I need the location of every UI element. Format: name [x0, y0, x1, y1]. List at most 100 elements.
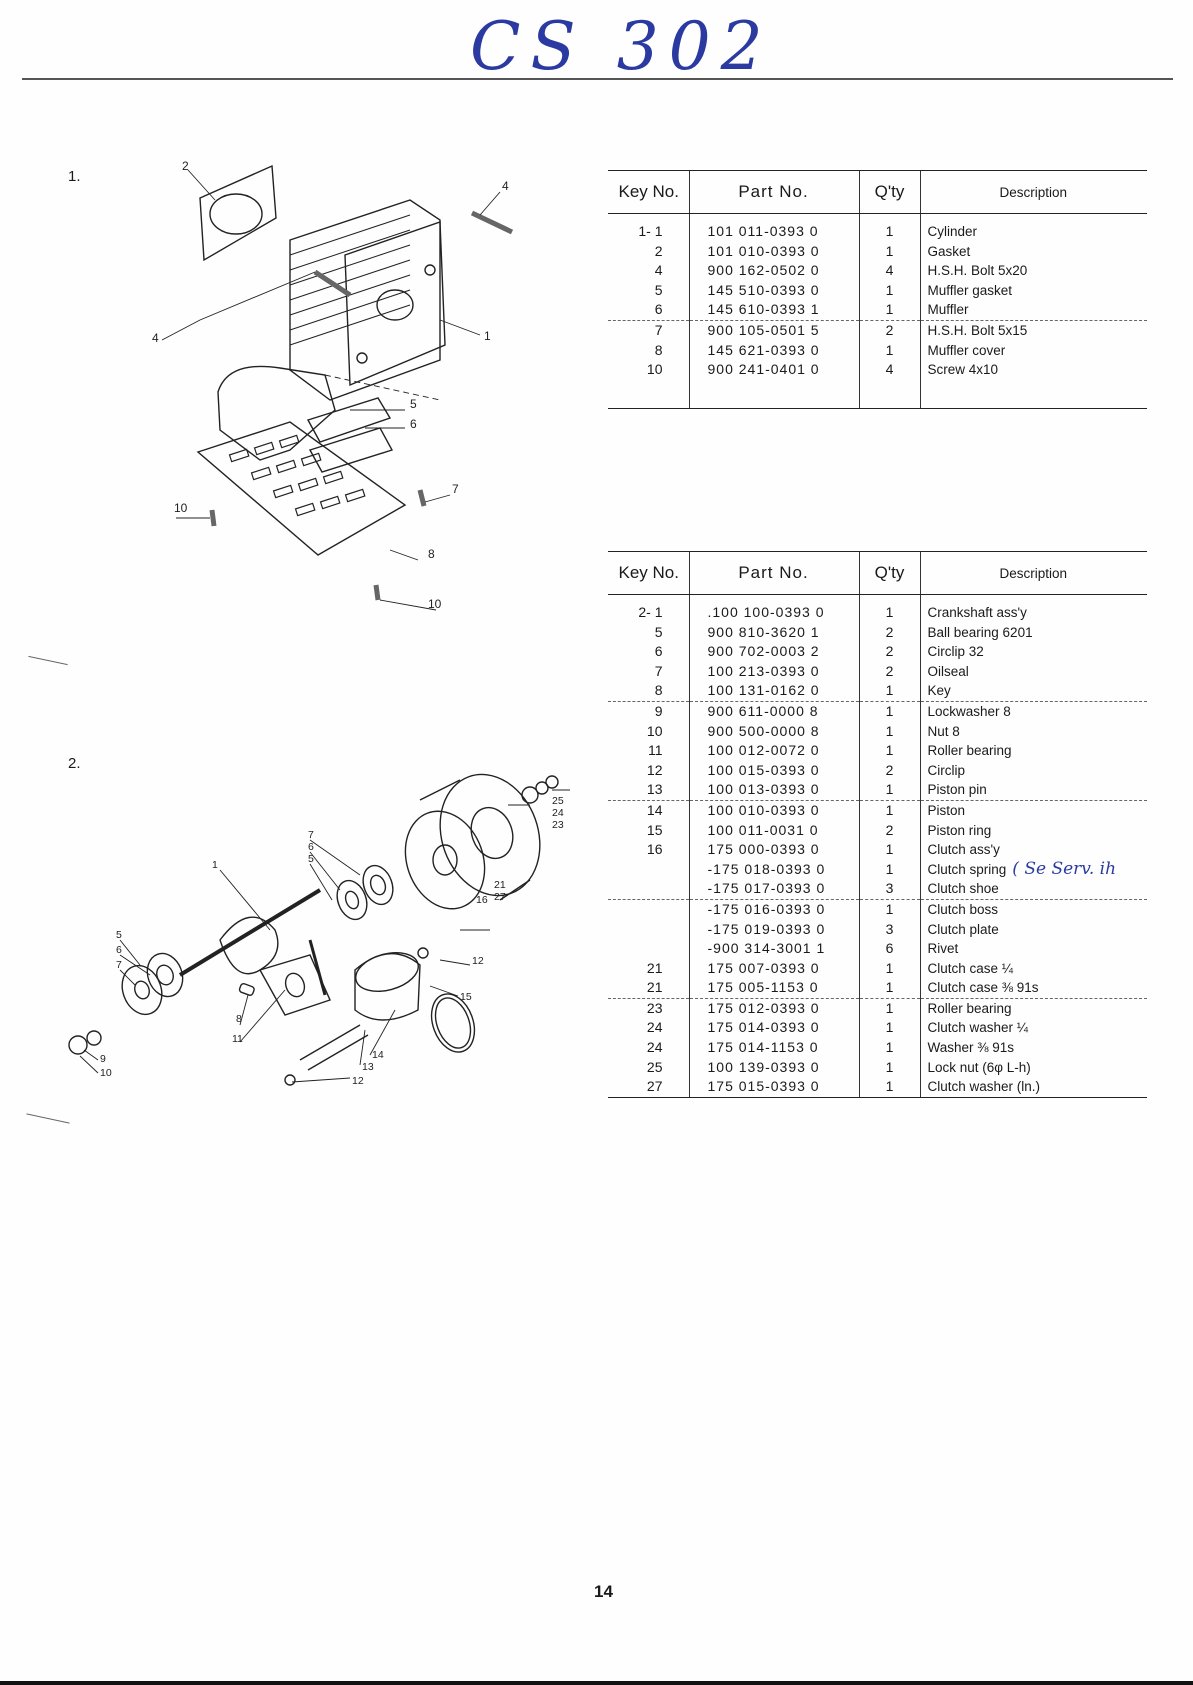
diagram2-label: 9	[100, 1053, 106, 1065]
qty-cell: 4	[858, 261, 920, 281]
description-cell: Muffler cover	[919, 340, 1147, 361]
diagram2-label: 10	[100, 1067, 112, 1079]
key-no-cell: 5	[654, 281, 663, 298]
qty-cell: 1	[858, 721, 920, 742]
qty-cell: 1	[858, 1077, 920, 1098]
description-cell: Roller bearing	[919, 997, 1147, 1019]
description-cell: Clutch washer (ln.)	[919, 1077, 1147, 1098]
part-no-cell: -175 019-0393 0	[688, 919, 859, 940]
part-no-cell: 175 007-0393 0	[688, 958, 859, 979]
description-cell: Muffler	[919, 300, 1147, 321]
qty-cell: 2	[858, 820, 920, 841]
key-no-cell: 2- 1	[638, 604, 663, 620]
key-no-cell: 23	[608, 997, 689, 1019]
description-text: Lock nut (6φ L-h)	[927, 1059, 1031, 1075]
margin-mark	[28, 655, 68, 666]
diagram1-label: 7	[452, 482, 459, 496]
handwritten-title: CS 302	[470, 8, 773, 85]
description-cell: Clutch ass'y	[919, 840, 1147, 860]
key-no-cell: 16	[646, 841, 663, 858]
part-no-cell: 100 131-0162 0	[688, 681, 859, 702]
part-no-cell: 101 010-0393 0	[688, 241, 859, 262]
description-text: Roller bearing	[927, 743, 1012, 759]
key-no-cell: 25	[646, 1058, 663, 1075]
part-no-cell: 100 213-0393 0	[688, 661, 859, 682]
cylinder-muffler-diagram: 2 4 4 1 5 6 7 10 8 10	[152, 160, 514, 611]
description-cell: Clutch washer ¼	[919, 1018, 1147, 1039]
diagram1-label: 1	[484, 329, 491, 343]
qty-cell: 1	[858, 241, 920, 262]
description-text: Ball bearing 6201	[927, 624, 1033, 640]
part-no-cell: 145 610-0393 1	[688, 300, 859, 321]
description-cell: Screw 4x10	[919, 360, 1147, 380]
diagram2-label: 7	[308, 829, 314, 841]
diagram1-label: 6	[410, 417, 417, 431]
qty-cell: 1	[858, 997, 920, 1019]
description-text: Piston	[927, 802, 966, 818]
description-cell: Muffler gasket	[919, 280, 1147, 301]
diagram2-label: 6	[116, 944, 122, 956]
description-text: H.S.H. Bolt 5x20	[927, 263, 1028, 279]
diagram1-label: 4	[152, 331, 159, 345]
description-cell: Clutch spring( Se Serv. ih	[919, 858, 1147, 880]
description-text: Clutch case ¼	[927, 960, 1014, 976]
key-no-cell: 5	[654, 623, 663, 640]
crankshaft-clutch-diagram: 25 24 23 7 6 5 1 21 16 27 5 6 7 8 11 12 …	[68, 773, 570, 1087]
description-cell: Oilseal	[919, 661, 1147, 682]
diagram1-label: 10	[428, 597, 442, 611]
part-no-cell: 101 011-0393 0	[688, 222, 859, 242]
key-no-cell: 24	[646, 1019, 663, 1036]
key-no-cell: 10	[646, 722, 663, 739]
description-cell: Washer ⅜ 91s	[919, 1038, 1147, 1058]
qty-cell: 1	[858, 280, 920, 301]
part-no-cell: 145 621-0393 0	[688, 340, 859, 361]
part-no-cell: 175 012-0393 0	[688, 997, 859, 1019]
handwritten-note: ( Se Serv. ih	[1012, 858, 1117, 879]
description-text: Clutch case ⅜ 91s	[927, 980, 1039, 996]
qty-cell: 1	[858, 859, 920, 880]
section-number-1: 1.	[68, 168, 81, 185]
description-cell: Rivet	[919, 939, 1147, 959]
description-text: Key	[927, 683, 951, 699]
description-cell: Piston ring	[919, 820, 1147, 841]
description-text: Muffler	[927, 302, 969, 318]
key-no-cell: 15	[646, 821, 663, 838]
qty-cell: 1	[858, 300, 920, 321]
qty-cell: 1	[858, 700, 920, 722]
qty-cell: 1	[858, 222, 920, 242]
key-no-cell	[608, 920, 689, 940]
diagram1-label: 8	[428, 547, 435, 561]
diagram2-label: 11	[232, 1033, 243, 1045]
description-text: Clutch ass'y	[927, 842, 1000, 858]
page-number: 14	[594, 1582, 613, 1601]
part-no-cell: 175 014-0393 0	[688, 1018, 859, 1039]
key-no-cell: 7	[608, 319, 689, 341]
key-no-cell	[608, 879, 689, 899]
description-text: Washer ⅜ 91s	[927, 1040, 1015, 1056]
qty-cell: 1	[858, 741, 920, 761]
key-no-cell: 1- 1	[638, 223, 663, 239]
bottom-edge	[0, 1681, 1193, 1685]
diagram2-label: 25	[552, 795, 564, 807]
description-text: H.S.H. Bolt 5x15	[927, 322, 1028, 338]
qty-cell: 1	[858, 1018, 920, 1039]
diagram2-label: 5	[308, 853, 314, 865]
diagram2-label: 14	[372, 1049, 384, 1061]
key-no-cell: 13	[646, 781, 663, 798]
key-no-cell: 10	[646, 361, 663, 378]
key-no-cell: 8	[654, 341, 663, 358]
part-no-cell: 900 241-0401 0	[688, 360, 859, 380]
description-cell: Roller bearing	[919, 741, 1147, 761]
